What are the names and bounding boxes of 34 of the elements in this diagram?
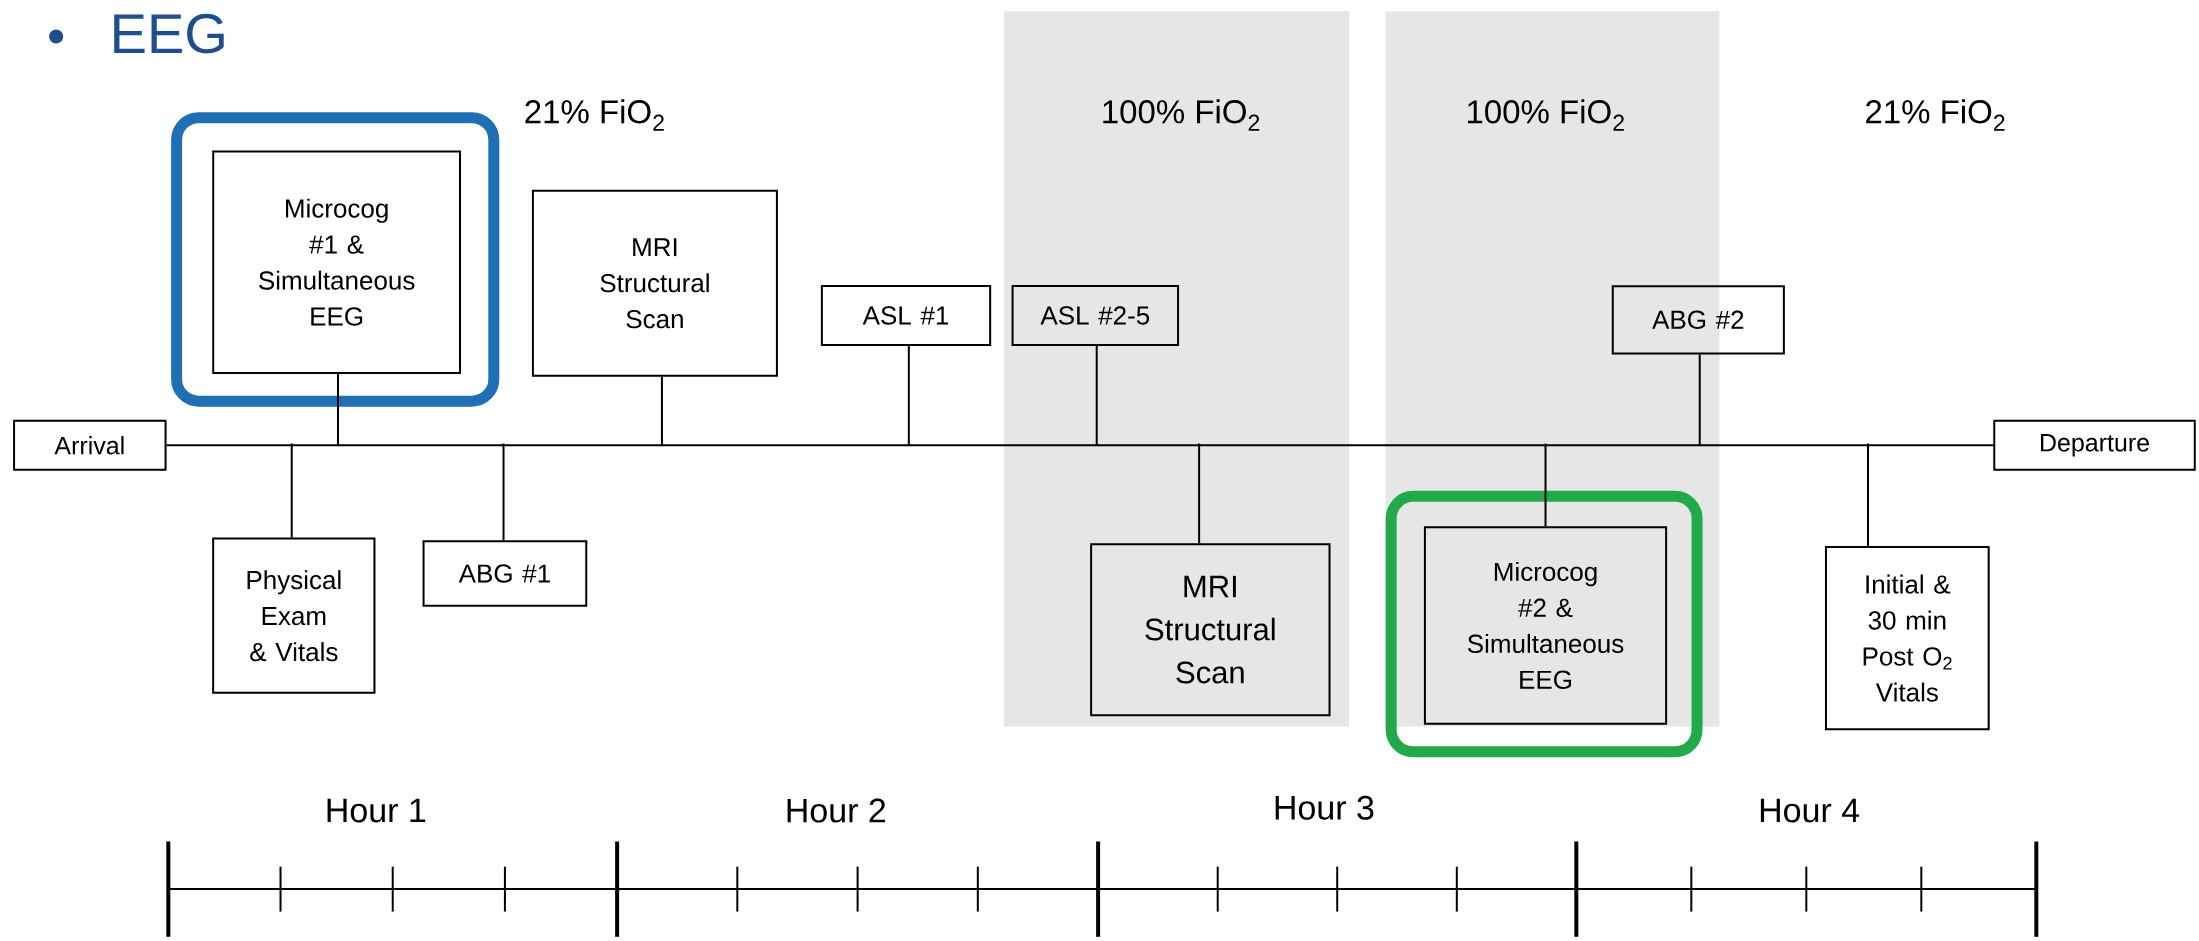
process-box: Initial & 30 min Post O$_{2}$ Vitals (1824, 545, 1990, 731)
hour-label: Hour 2 (787, 798, 886, 823)
connector-line (1544, 442, 1547, 528)
process-box: ABG #1 (422, 540, 588, 607)
oxygen-level-label: 100% FiO$_{2}$ (1468, 99, 1624, 131)
process-box: Arrival (13, 419, 167, 471)
highlight-frame (1385, 490, 1703, 758)
oxygen-level-label: 21% FiO$_{2}$ (1866, 99, 2005, 131)
process-box: Microcog #1 & Simultaneous EEG (212, 150, 461, 374)
connector-line (1698, 353, 1701, 447)
hour-label: Hour 1 (327, 798, 426, 823)
process-box: Departure (1993, 419, 2196, 471)
connector-line (337, 373, 339, 447)
process-box: ASL #1 (820, 285, 992, 346)
connector-line (907, 344, 910, 447)
oxygen-level-label: 21% FiO$_{2}$ (525, 99, 664, 131)
connector-line (165, 444, 1995, 447)
process-box: ASL #2-5 (1011, 285, 1180, 346)
connector-line (660, 375, 663, 447)
process-box: ABG #2 (1611, 285, 1785, 355)
process-box: MRI Structural Scan (1090, 543, 1331, 717)
hour-label: Hour 4 (1760, 798, 1860, 823)
hour-label: Hour 3 (1275, 795, 1374, 820)
connector-line (1867, 442, 1869, 547)
process-box: Physical Exam & Vitals (212, 537, 376, 694)
oxygen-level-label: 100% FiO$_{2}$ (1103, 99, 1260, 131)
title: EEG (114, 13, 224, 54)
connector-line (1095, 344, 1098, 447)
process-box: Microcog #2 & Simultaneous EEG (1423, 526, 1668, 725)
process-box: MRI Structural Scan (531, 189, 778, 377)
highlight-frame (171, 112, 500, 407)
connector-line (1198, 442, 1201, 545)
connector-line (290, 442, 293, 539)
connector-line (502, 442, 505, 542)
